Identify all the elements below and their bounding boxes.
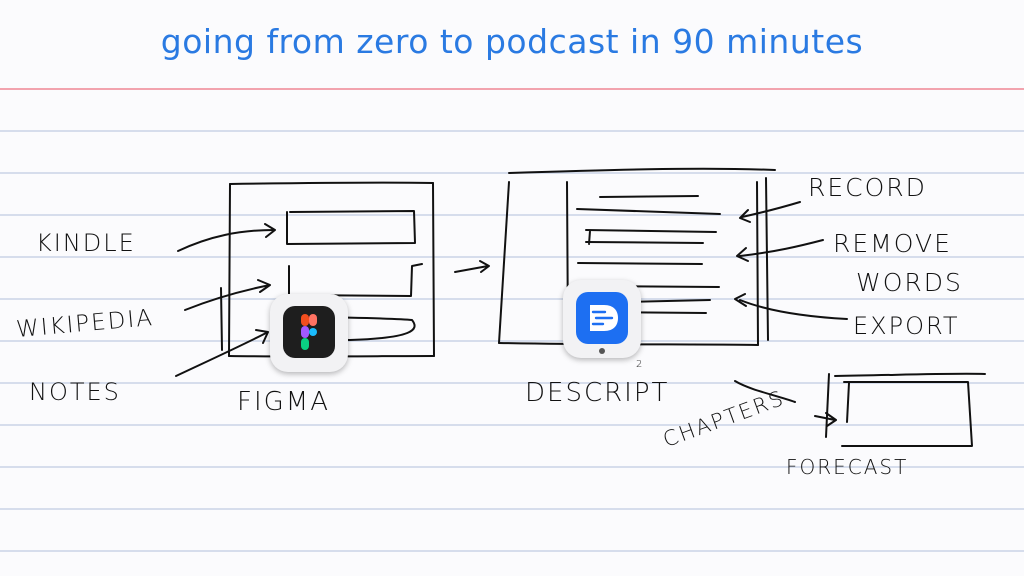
page-title: going from zero to podcast in 90 minutes [160,22,864,61]
wikipedia-arrow [184,279,271,311]
descript-mark: 2 [636,359,643,370]
remove-label: REMOVE [833,229,952,258]
figma-logo [301,314,317,350]
kindle-label: KINDLE [36,229,136,257]
ruled-lines [0,130,1024,552]
notes-arrow [175,329,269,377]
forecast-label: FORECAST [786,455,909,479]
descript-frame [498,167,776,346]
figma-frame [220,181,435,358]
descript-label: DESCRIPT [525,378,670,408]
chapters-arrow [734,380,837,427]
export-arrow [734,293,848,320]
record-label: RECORD [808,173,927,202]
descript-logo [590,305,618,331]
figma-to-descript-arrow [454,260,490,273]
notes-label: NOTES [29,378,121,406]
forecast-frame [825,372,986,447]
figma-label: FIGMA [237,387,330,417]
descript-icon-dot [599,348,605,354]
record-arrow [739,201,801,223]
figma-icon [270,294,348,372]
export-label: EXPORT [853,312,960,340]
descript-icon [563,280,641,358]
remove-words-arrow [736,239,824,262]
kindle-arrow [177,223,276,252]
words-label: WORDS [856,268,963,297]
